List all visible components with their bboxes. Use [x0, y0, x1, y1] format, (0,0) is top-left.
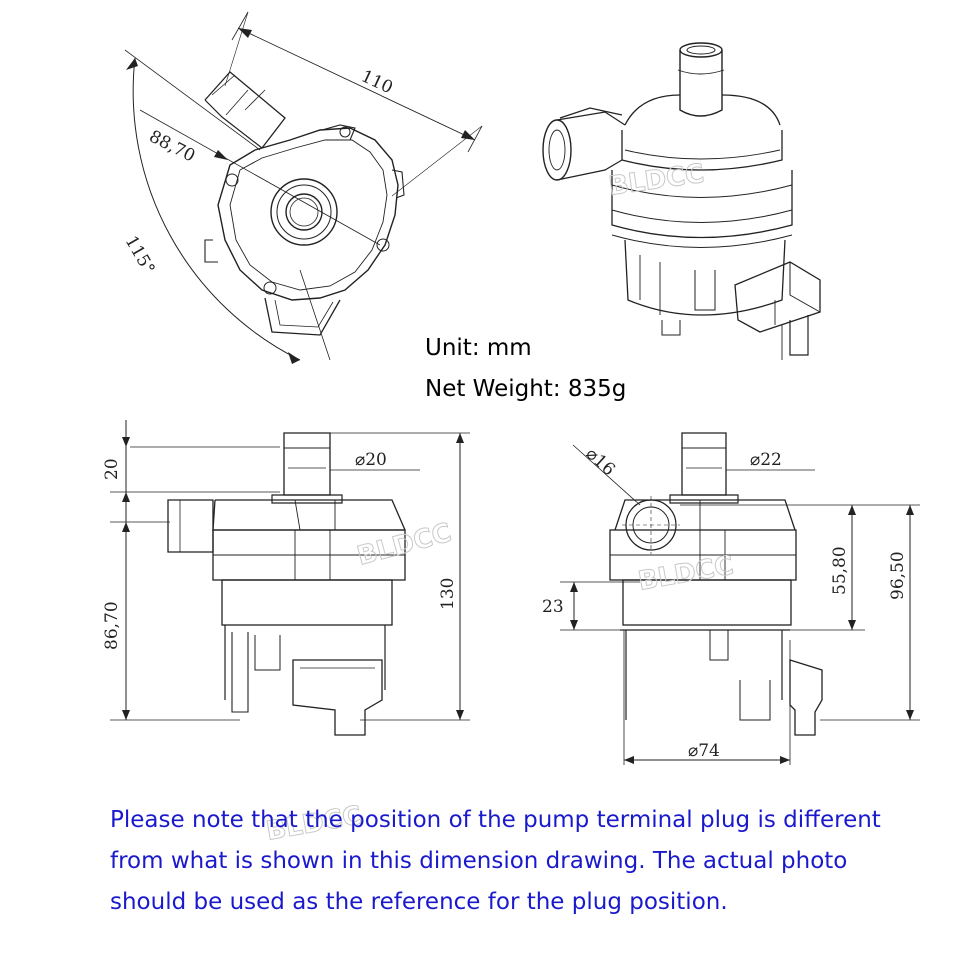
- plug-position-note: Please note that the position of the pum…: [110, 800, 910, 923]
- offset-88-70-label: 88,70: [146, 127, 198, 167]
- isometric-view: [542, 42, 821, 360]
- offset-dimension-line: [139, 109, 381, 246]
- length-dimension-line: [237, 27, 476, 141]
- net-weight-label: Net Weight: 835g: [425, 376, 627, 402]
- side-view: [560, 432, 920, 765]
- front-view: [110, 420, 470, 736]
- total-height-130-label: 130: [438, 578, 458, 610]
- mid-height-55-80-label: 55,80: [830, 546, 850, 595]
- top-height-20-label: 20: [102, 458, 122, 480]
- angle-115-label: 115°: [121, 233, 159, 278]
- note-line: should be used as the reference for the …: [110, 889, 728, 915]
- body-dia-74-label: ⌀74: [688, 741, 720, 761]
- top-view: [124, 11, 483, 364]
- base-height-23-label: 23: [542, 597, 564, 617]
- dimension-labels: 110 88,70 115° 20 86,70 130 ⌀20 ⌀16 ⌀22 …: [102, 66, 908, 761]
- outlet-dia-22-label: ⌀22: [750, 450, 782, 470]
- watermark: BLDCC: [607, 159, 706, 202]
- angle-arc: [132, 57, 301, 361]
- note-line: Please note that the position of the pum…: [110, 807, 881, 833]
- unit-label: Unit: mm: [425, 335, 532, 361]
- watermark: BLDCC: [636, 551, 736, 597]
- full-height-96-50-label: 96,50: [888, 551, 908, 600]
- outlet-dia-20-label: ⌀20: [355, 450, 387, 470]
- inlet-dia-16-label: ⌀16: [582, 444, 619, 480]
- lower-height-86-70-label: 86,70: [102, 601, 122, 650]
- note-line: from what is shown in this dimension dra…: [110, 848, 848, 874]
